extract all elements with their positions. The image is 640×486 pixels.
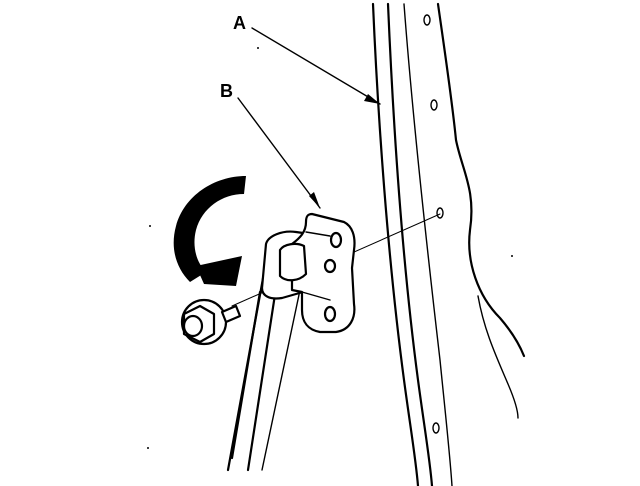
door-check-bracket (260, 212, 356, 334)
door-pillar (371, 2, 526, 486)
callout-label-b: B (220, 81, 233, 101)
rotation-arrow-icon (173, 176, 246, 286)
flange-bolt-icon (180, 298, 242, 346)
callout-label-a: A (233, 13, 246, 33)
leader-line-a (251, 27, 381, 105)
leader-line-b (237, 97, 321, 209)
